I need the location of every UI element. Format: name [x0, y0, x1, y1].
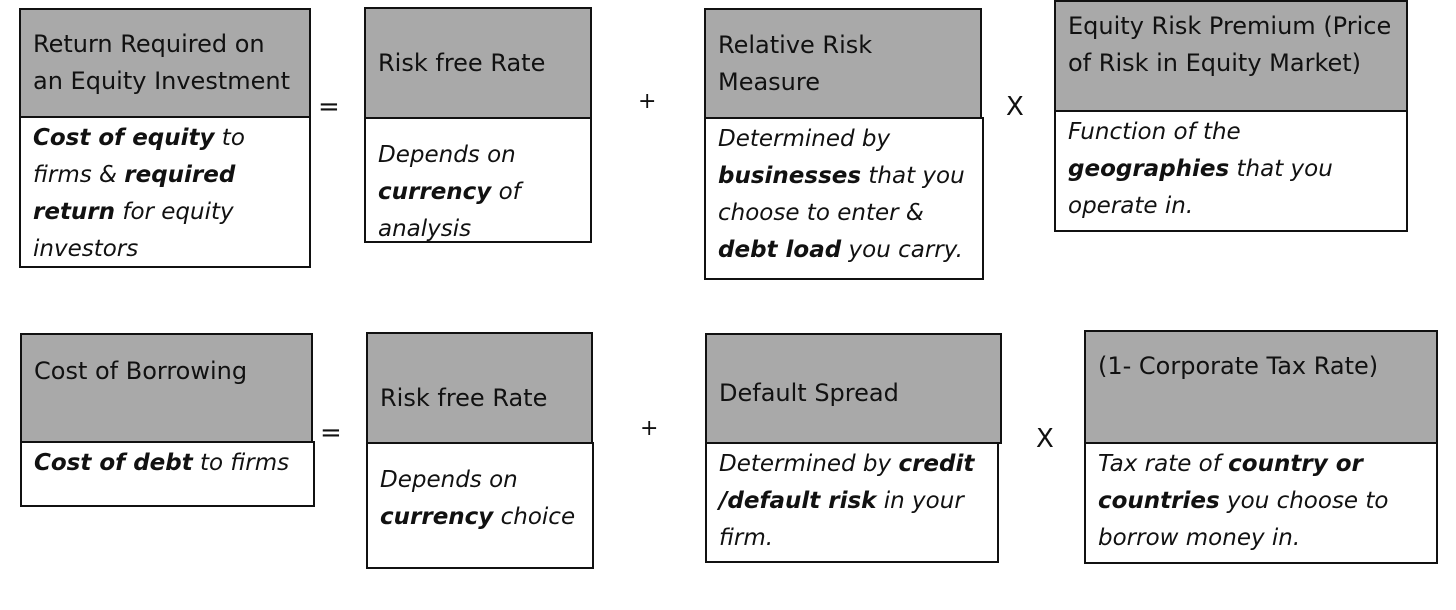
corporate-tax-desc-box: Tax rate of country or countries you cho…	[1084, 442, 1438, 564]
default-spread-title-box: Default Spread	[705, 333, 1002, 444]
equity-return-desc: Cost of equity to firms & required retur…	[33, 125, 245, 262]
equity-return-title-box: Return Required on an Equity Investment	[19, 8, 311, 118]
default-spread-title: Default Spread	[719, 379, 899, 407]
corporate-tax-desc: Tax rate of country or countries you cho…	[1098, 451, 1389, 551]
default-spread-desc-box: Determined by credit /default risk in yo…	[705, 442, 999, 563]
risk-free-rate-title-box-row1: Risk free Rate	[364, 7, 592, 119]
risk-free-rate-desc-row2: Depends on currency choice	[380, 467, 576, 530]
equity-risk-premium-title: Equity Risk Premium (Price of Risk in Eq…	[1068, 12, 1392, 77]
cost-of-borrowing-desc: Cost of debt to firms	[34, 450, 290, 476]
equals-sign-row2: =	[320, 418, 342, 448]
equity-risk-premium-desc-box: Function of the geographies that you ope…	[1054, 110, 1408, 232]
risk-free-rate-desc-row1: Depends on currency of analysis	[378, 142, 521, 242]
equals-sign-row1: =	[318, 92, 340, 122]
plus-sign-row2: +	[640, 416, 659, 441]
plus-sign-row1: +	[638, 89, 657, 114]
relative-risk-desc: Determined by businesses that you choose…	[718, 126, 965, 263]
relative-risk-desc-box: Determined by businesses that you choose…	[704, 117, 984, 280]
cost-of-borrowing-title: Cost of Borrowing	[34, 357, 248, 385]
corporate-tax-title-box: (1- Corporate Tax Rate)	[1084, 330, 1438, 444]
default-spread-desc: Determined by credit /default risk in yo…	[719, 451, 975, 551]
relative-risk-title-box: Relative Risk Measure	[704, 8, 982, 119]
equity-return-title: Return Required on an Equity Investment	[33, 30, 291, 95]
risk-free-rate-desc-box-row2: Depends on currency choice	[366, 442, 594, 569]
risk-free-rate-title-row2: Risk free Rate	[380, 383, 548, 412]
equity-risk-premium-title-box: Equity Risk Premium (Price of Risk in Eq…	[1054, 0, 1408, 112]
equity-return-desc-box: Cost of equity to firms & required retur…	[19, 116, 311, 268]
times-sign-row2: X	[1036, 424, 1054, 454]
risk-free-rate-title-box-row2: Risk free Rate	[366, 332, 593, 444]
risk-free-rate-desc-box-row1: Depends on currency of analysis	[364, 117, 592, 243]
times-sign-row1: X	[1006, 92, 1024, 122]
risk-free-rate-title-row1: Risk free Rate	[378, 48, 546, 77]
corporate-tax-title: (1- Corporate Tax Rate)	[1098, 352, 1379, 380]
cost-of-borrowing-desc-box: Cost of debt to firms	[20, 441, 315, 507]
cost-of-borrowing-title-box: Cost of Borrowing	[20, 333, 313, 443]
equity-risk-premium-desc: Function of the geographies that you ope…	[1068, 119, 1333, 219]
relative-risk-title: Relative Risk Measure	[718, 30, 873, 96]
